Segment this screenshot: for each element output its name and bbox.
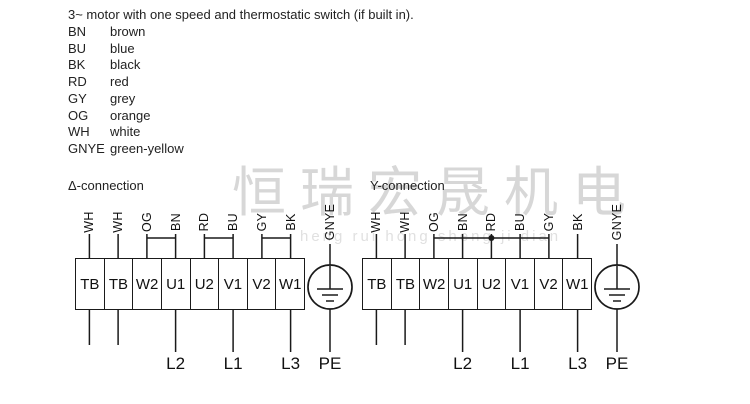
wire-color-label: WH — [398, 211, 413, 233]
legend-code: BN — [68, 24, 87, 39]
legend-name: orange — [110, 107, 151, 123]
terminal-cell-v2: V2 — [535, 259, 564, 309]
bottom-wires — [88, 310, 292, 352]
legend-row: OG orange — [68, 108, 184, 125]
terminal-cell-w2: W2 — [133, 259, 162, 309]
terminal-cell-v1: V1 — [219, 259, 248, 309]
wire-color-label: OG — [426, 211, 441, 233]
wire-color-label: RD — [484, 212, 499, 232]
legend-name: brown — [110, 24, 146, 39]
delta-connection-title: Δ-connection — [68, 178, 144, 193]
wire-color-label: GY — [541, 212, 556, 232]
supply-label-l2: L2 — [166, 354, 186, 373]
legend-name: green-yellow — [110, 140, 184, 156]
star-connection-diagram: Y-connection — [349, 170, 649, 404]
legend-code: OG — [68, 107, 89, 123]
wire-color-label: WH — [82, 211, 97, 233]
pe-wire-color-label: GNYE — [323, 203, 337, 241]
legend-name: white — [110, 124, 141, 140]
legend-row: WH white — [68, 124, 184, 141]
pe-earth-symbol — [594, 244, 640, 352]
supply-label-l2: L2 — [453, 354, 473, 373]
legend-row: BU blue — [68, 41, 184, 58]
legend-row: GY grey — [68, 91, 184, 108]
pe-label: PE — [318, 354, 342, 373]
terminal-cell-v1: V1 — [506, 259, 535, 309]
supply-label-l3: L3 — [281, 354, 301, 373]
legend-code: GY — [68, 90, 87, 106]
legend-code: BU — [68, 40, 87, 56]
color-code-legend: BN brown BU blue BK black RD red GY grey OG or… — [68, 24, 184, 158]
wire-color-label: BN — [455, 213, 470, 231]
star-connection-title: Y-connection — [370, 178, 445, 193]
terminal-cell-u2: U2 — [191, 259, 220, 309]
legend-code: WH — [68, 124, 90, 140]
legend-code: GNYE — [68, 140, 105, 156]
terminal-cell-u1: U1 — [162, 259, 191, 309]
wire-color-label: BK — [283, 213, 298, 231]
wire-color-label: OG — [139, 211, 154, 233]
legend-code: BK — [68, 57, 86, 73]
wire-color-label: BN — [168, 213, 183, 231]
terminal-cell-tb-2: TB — [105, 259, 134, 309]
pe-label: PE — [605, 354, 629, 373]
legend-name: black — [110, 57, 141, 73]
legend-code: RD — [68, 74, 87, 90]
terminal-cell-tb-2: TB — [392, 259, 421, 309]
star-bridge-link — [433, 235, 549, 241]
wire-color-label: WH — [111, 211, 126, 233]
legend-row: BN brown — [68, 24, 184, 41]
page-title: 3~ motor with one speed and thermostatic… — [68, 7, 414, 22]
wire-color-label: GY — [254, 212, 269, 232]
delta-wiring-graphics — [88, 234, 353, 352]
terminal-cell-w1: W1 — [278, 275, 302, 293]
pe-earth-symbol — [307, 244, 353, 352]
legend-name: grey — [110, 90, 136, 106]
delta-connection-diagram: Δ-connection — [62, 170, 362, 404]
legend-row: BK black — [68, 57, 184, 74]
supply-label-l1: L1 — [510, 354, 530, 373]
bottom-wires — [375, 310, 579, 352]
terminal-cell-u1: U1 — [449, 259, 478, 309]
supply-label-l1: L1 — [223, 354, 243, 373]
legend-row: GNYE green-yellow — [68, 141, 184, 158]
terminal-cell-v2: V2 — [248, 259, 277, 309]
wire-color-label: BU — [513, 213, 528, 231]
terminal-cell-tb-1: TB — [363, 259, 392, 309]
terminal-cell-u2: U2 — [478, 259, 507, 309]
pe-wire-color-label: GNYE — [610, 203, 624, 241]
terminal-block: TB TB W2 U1 U2 V1 V2 W1 — [75, 258, 305, 310]
wire-color-label: BU — [226, 213, 241, 231]
legend-row: RD red — [68, 74, 184, 91]
wire-color-label: RD — [197, 212, 212, 232]
terminal-cell-w2: W2 — [420, 259, 449, 309]
terminal-cell-tb-1: TB — [76, 259, 105, 309]
wire-color-label: WH — [369, 211, 384, 233]
star-wiring-graphics — [375, 234, 640, 352]
legend-name: red — [110, 74, 129, 90]
terminal-cell-w1: W1 — [565, 275, 589, 293]
terminal-block: TB TB W2 U1 U2 V1 V2 W1 — [362, 258, 592, 310]
legend-name: blue — [110, 40, 135, 56]
supply-label-l3: L3 — [568, 354, 588, 373]
wire-color-label: BK — [570, 213, 585, 231]
